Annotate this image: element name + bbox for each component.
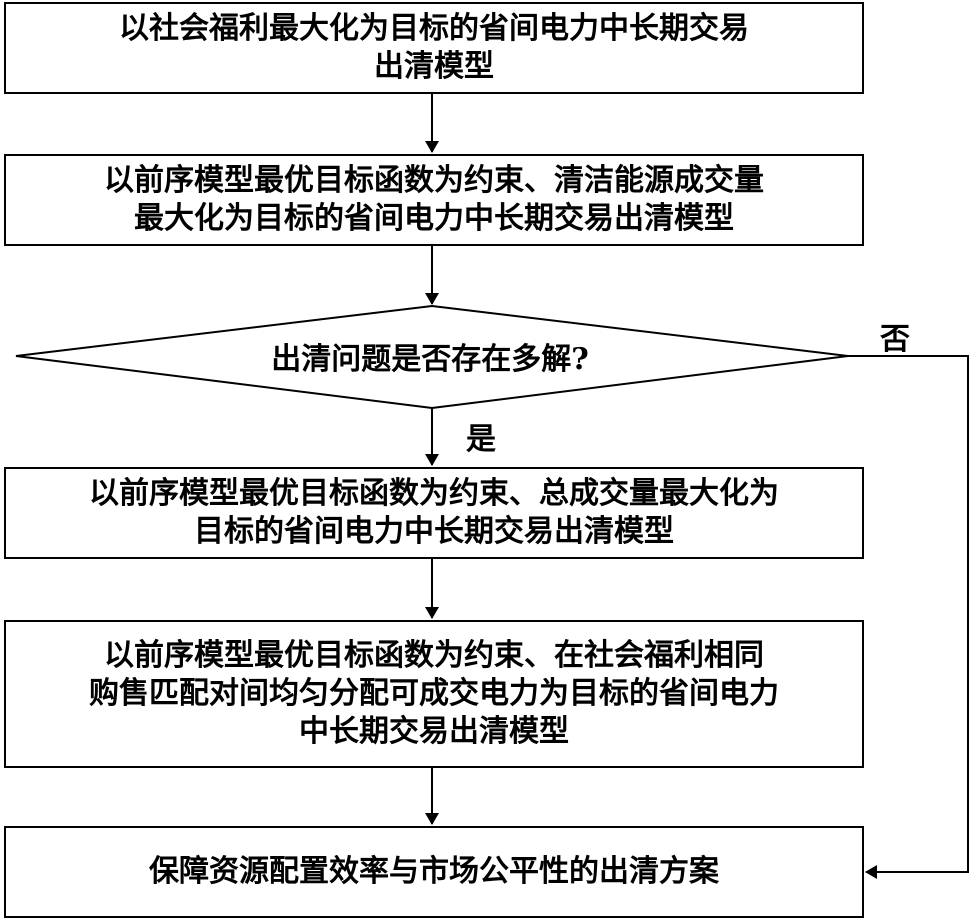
step2-line1: 以前序模型最优目标函数为约束、清洁能源成交量 bbox=[104, 163, 764, 198]
step2-line2: 最大化为目标的省间电力中长期交易出清模型 bbox=[134, 201, 734, 236]
yes-label: 是 bbox=[466, 422, 496, 457]
decision-text: 出清问题是否存在多解? bbox=[271, 342, 589, 377]
step5-box: 保障资源配置效率与市场公平性的出清方案 bbox=[4, 826, 864, 918]
step1-line1: 以社会福利最大化为目标的省间电力中长期交易 bbox=[119, 11, 749, 46]
step3-line1: 以前序模型最优目标函数为约束、总成交量最大化为 bbox=[89, 476, 779, 511]
no-label: 否 bbox=[880, 322, 910, 357]
step5-line1: 保障资源配置效率与市场公平性的出清方案 bbox=[149, 854, 719, 889]
step3-box: 以前序模型最优目标函数为约束、总成交量最大化为 目标的省间电力中长期交易出清模型 bbox=[4, 467, 864, 559]
step1-line2: 出清模型 bbox=[374, 49, 494, 84]
step4-box: 以前序模型最优目标函数为约束、在社会福利相同 购售匹配对间均匀分配可成交电力为目… bbox=[4, 620, 864, 768]
step4-line2: 购售匹配对间均匀分配可成交电力为目标的省间电力 bbox=[89, 676, 779, 711]
step2-box: 以前序模型最优目标函数为约束、清洁能源成交量 最大化为目标的省间电力中长期交易出… bbox=[4, 154, 864, 246]
step4-line3: 中长期交易出清模型 bbox=[299, 714, 569, 749]
step4-line1: 以前序模型最优目标函数为约束、在社会福利相同 bbox=[104, 638, 764, 673]
step1-box: 以社会福利最大化为目标的省间电力中长期交易 出清模型 bbox=[4, 2, 864, 94]
step3-line2: 目标的省间电力中长期交易出清模型 bbox=[194, 514, 674, 549]
arrow-decision-no-branch bbox=[848, 355, 969, 879]
